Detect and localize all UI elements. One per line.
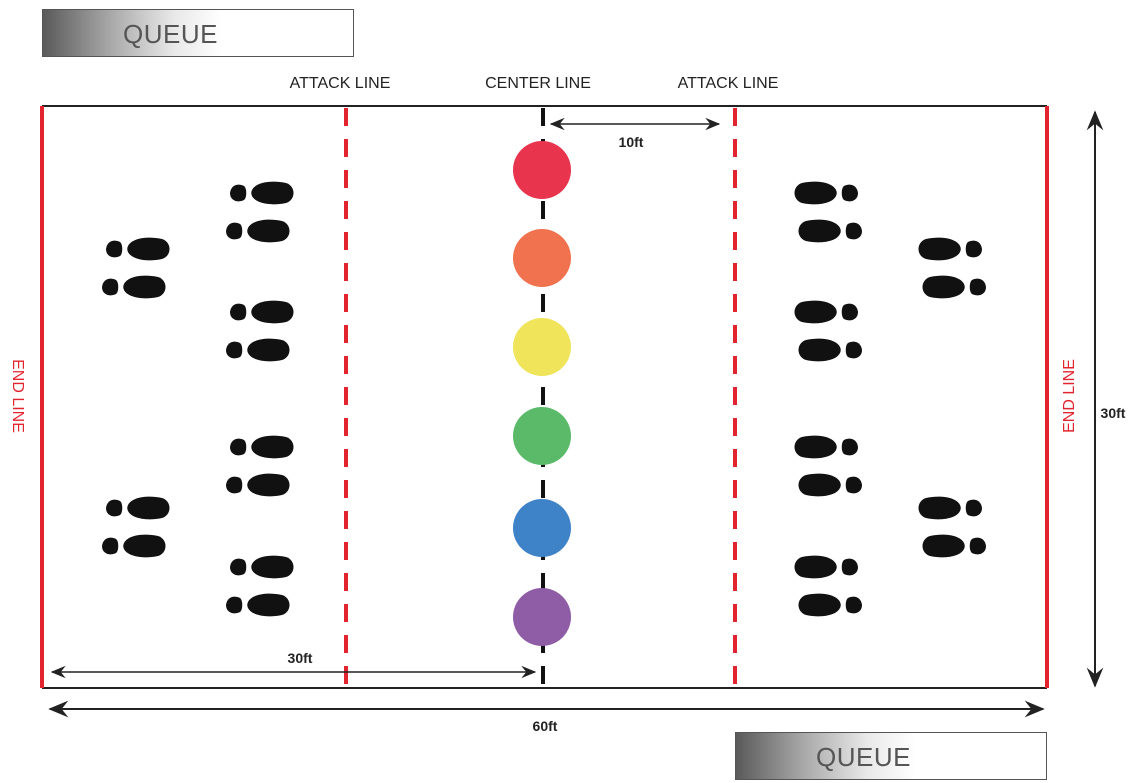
footprint-icon <box>790 299 860 325</box>
footprint-icon <box>918 533 988 559</box>
footprint-icon <box>794 592 864 618</box>
footprint-icon <box>914 495 984 521</box>
dim-label-60ft: 60ft <box>532 718 558 734</box>
queue-top-box: QUEUE <box>42 9 354 57</box>
footprint-icon <box>228 299 298 325</box>
queue-bottom-label: QUEUE <box>816 742 911 772</box>
footprint-icon <box>794 472 864 498</box>
footprint-icon <box>228 554 298 580</box>
footprint-icon <box>794 218 864 244</box>
footprint-icon <box>104 236 174 262</box>
footprint-icon <box>794 337 864 363</box>
footprint-icon <box>224 218 294 244</box>
footprint-icon <box>914 236 984 262</box>
attack-line-right-label: ATTACK LINE <box>677 75 779 92</box>
dot-purple <box>513 588 571 646</box>
footprint-icon <box>228 180 298 206</box>
footprint-icon <box>790 554 860 580</box>
dot-yellow <box>513 318 571 376</box>
footprint-icon <box>790 180 860 206</box>
footprint-icon <box>224 472 294 498</box>
end-line-left-label: END LINE <box>9 359 26 433</box>
footprint-icon <box>228 434 298 460</box>
dot-green <box>513 407 571 465</box>
footprint-icon <box>104 495 174 521</box>
footprint-icon <box>100 533 170 559</box>
center-line-label: CENTER LINE <box>485 75 591 92</box>
dim-label-10ft: 10ft <box>618 134 644 150</box>
footprint-icon <box>224 337 294 363</box>
queue-top-label: QUEUE <box>123 19 218 49</box>
end-line-right-label: END LINE <box>1061 359 1078 433</box>
footprint-icon <box>100 274 170 300</box>
dot-blue <box>513 499 571 557</box>
footprint-icon <box>224 592 294 618</box>
footprint-icon <box>918 274 988 300</box>
queue-bottom-box: QUEUE <box>735 732 1047 780</box>
dot-red <box>513 141 571 199</box>
attack-line-left-label: ATTACK LINE <box>289 75 391 92</box>
dim-label-30ft-vertical: 30ft <box>1100 405 1126 421</box>
dot-orange <box>513 229 571 287</box>
footprint-icon <box>790 434 860 460</box>
dim-label-30ft-horizontal: 30ft <box>287 650 313 666</box>
